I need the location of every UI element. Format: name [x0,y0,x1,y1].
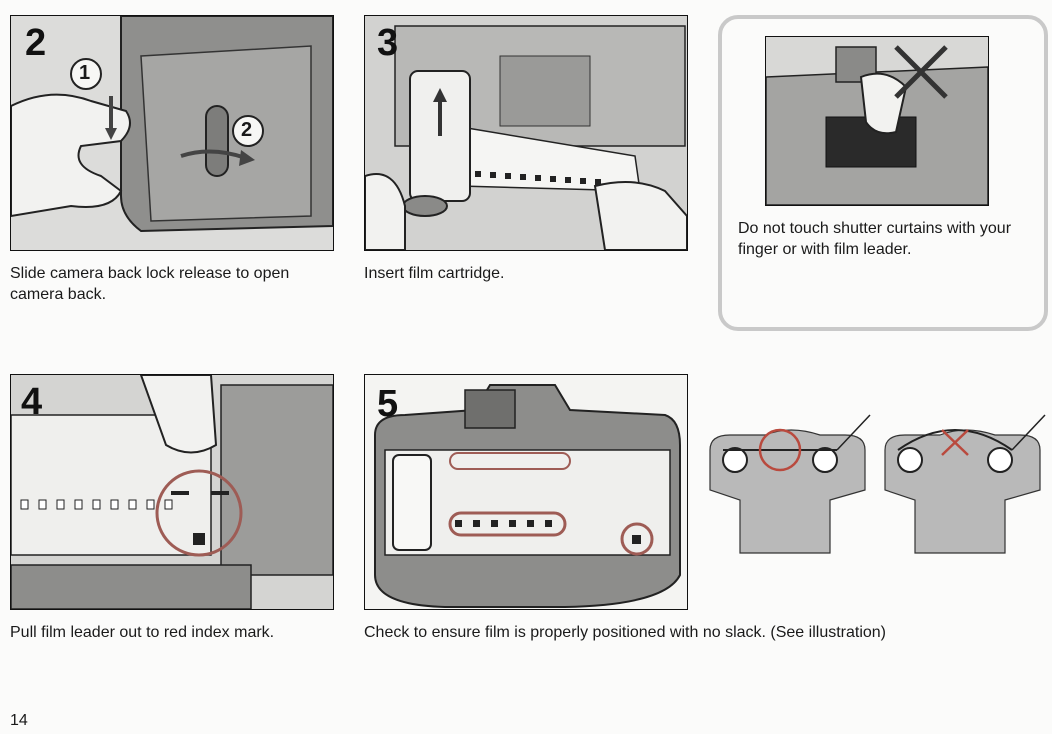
step-number: 2 [25,22,47,64]
film-leader-drawing [11,375,333,609]
step-caption: Insert film cartridge. [364,265,505,282]
cross-mark-icon [894,45,948,99]
step-number: 3 [377,22,399,64]
correct-film-diagram [709,414,871,554]
step-2-illustration: 2 1 2 [10,15,334,251]
circle-mark-icon [758,428,802,472]
shutter-curtain-drawing [766,37,988,205]
film-position-check-drawing [365,375,687,609]
incorrect-film-diagram [884,414,1046,554]
step-3-illustration: 3 [364,15,688,251]
shutter-warning-illustration [765,36,989,206]
step-number: 5 [377,383,399,425]
step-number: 4 [21,381,43,423]
warning-text: Do not touch shutter curtains with your … [738,220,1012,258]
step-4-illustration: 4 [10,374,334,610]
page-number: 14 [10,712,28,729]
camera-back-release-drawing [11,16,333,250]
step-5-illustration: 5 [364,374,688,610]
circle-mark-icon [155,469,243,557]
callout-number: 2 [241,119,253,141]
step-caption: Check to ensure film is properly positio… [364,624,887,641]
callout-number: 1 [79,62,91,84]
cross-mark-icon [941,429,969,456]
film-cartridge-drawing [365,16,687,250]
step-caption: Slide camera back lock release to open c… [10,265,290,303]
step-caption: Pull film leader out to red index mark. [10,624,275,641]
